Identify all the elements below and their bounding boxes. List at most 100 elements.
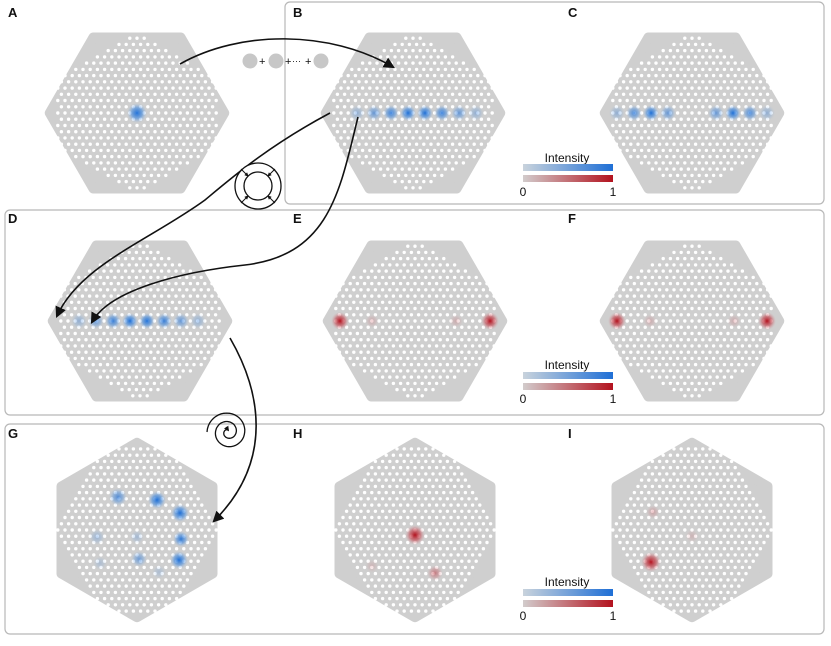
superposition-disc-3 [313, 53, 329, 69]
colorbar-title: Intensity [545, 151, 590, 165]
lattice-holes [611, 244, 773, 398]
intensity-spot [660, 105, 676, 121]
superposition-disc-1 [242, 53, 258, 69]
intensity-spot [190, 313, 206, 329]
lattice-h [334, 437, 496, 623]
panel-label-g: G [8, 426, 18, 441]
intensity-spot [122, 313, 138, 329]
intensity-spot [758, 312, 776, 330]
intensity-spot [173, 313, 189, 329]
panel-label-c: C [568, 5, 578, 20]
panel-label-i: I [568, 426, 572, 441]
intensity-spot [609, 105, 625, 121]
intensity-spot [127, 103, 147, 123]
arrow-b-to-d-inner [90, 116, 359, 324]
intensity-spot [105, 313, 121, 329]
arrow-a-to-b [179, 38, 395, 69]
intensity-spot [481, 312, 499, 330]
lattice-holes [611, 36, 773, 190]
lattice-holes [334, 244, 496, 398]
intensity-spot [405, 525, 425, 545]
colorbar-max: 1 [610, 609, 617, 623]
intensity-spot [383, 105, 399, 121]
colorbar-min: 0 [520, 185, 527, 199]
intensity-spot [171, 504, 189, 522]
panel-label-d: D [8, 211, 17, 226]
frame-def [4, 209, 825, 416]
lattice-holes [611, 447, 773, 613]
panel-label-e: E [293, 211, 302, 226]
lattice-e [322, 240, 508, 402]
colorbar-red [523, 600, 613, 607]
intensity-spot [89, 529, 105, 545]
intensity-spot [708, 105, 724, 121]
intensity-spot [742, 105, 758, 121]
intensity-spot [759, 105, 775, 121]
ellipsis-dots: ··· [292, 56, 301, 66]
intensity-spot [643, 105, 659, 121]
intensity-spot [130, 530, 144, 544]
colorbar-min: 0 [520, 392, 527, 406]
colorbar-max: 1 [610, 392, 617, 406]
intensity-spot [646, 505, 660, 519]
intensity-spot [331, 312, 349, 330]
intensity-spot [725, 105, 741, 121]
arrow-b-to-d-outer [55, 112, 331, 319]
colorbar-top: Intensity 0 1 [520, 151, 617, 199]
intensity-spot [641, 552, 661, 572]
intensity-spot [139, 313, 155, 329]
lattice-f [599, 240, 785, 402]
panel-label-a: A [8, 5, 18, 20]
lattice-c [599, 32, 785, 194]
intensity-spot [400, 105, 416, 121]
intensity-spot [173, 531, 189, 547]
intensity-spot [71, 313, 87, 329]
intensity-spot [93, 556, 107, 570]
intensity-spot [148, 491, 166, 509]
panel-label-b: B [293, 5, 302, 20]
intensity-spot [685, 529, 699, 543]
intensity-spot [449, 314, 463, 328]
frame-ghi [4, 423, 825, 635]
panel-label-h: H [293, 426, 302, 441]
intensity-spot [366, 105, 382, 121]
intensity-spot [156, 313, 172, 329]
lattice-holes [56, 36, 218, 190]
intensity-spot [427, 565, 443, 581]
lattice-holes [59, 244, 221, 398]
lattice-i [611, 437, 773, 623]
intensity-spot [643, 314, 657, 328]
colorbar-blue [523, 589, 613, 596]
intensity-spot [152, 565, 166, 579]
colorbar-min: 0 [520, 609, 527, 623]
intensity-spot [608, 312, 626, 330]
lattice-a [44, 32, 230, 194]
arrow-d-to-g [212, 337, 257, 523]
colorbar-red [523, 383, 613, 390]
plus-sign-3: + [305, 56, 311, 68]
lattice-g [56, 437, 218, 623]
intensity-spot [365, 314, 379, 328]
colorbar-bottom: Intensity 0 1 [520, 575, 617, 623]
colorbar-max: 1 [610, 185, 617, 199]
intensity-spot [349, 105, 365, 121]
plus-sign-1: + [259, 56, 265, 68]
intensity-spot [109, 488, 127, 506]
lattice-d [47, 240, 233, 402]
intensity-spot [131, 551, 147, 567]
intensity-spot [468, 105, 484, 121]
colorbar-title: Intensity [545, 575, 590, 589]
colorbar-blue [523, 164, 613, 171]
plus-sign-2: + [285, 56, 291, 68]
superposition-symbol: + + ··· + [242, 53, 329, 69]
intensity-spot [626, 105, 642, 121]
intensity-spot [365, 559, 379, 573]
frame-bc [284, 1, 825, 205]
spiral-icon [206, 412, 246, 448]
circle-with-inward-arrows-icon [234, 162, 282, 210]
lattice-b [320, 32, 506, 194]
colorbar-title: Intensity [545, 358, 590, 372]
intensity-spot [417, 105, 433, 121]
superposition-disc-2 [268, 53, 284, 69]
